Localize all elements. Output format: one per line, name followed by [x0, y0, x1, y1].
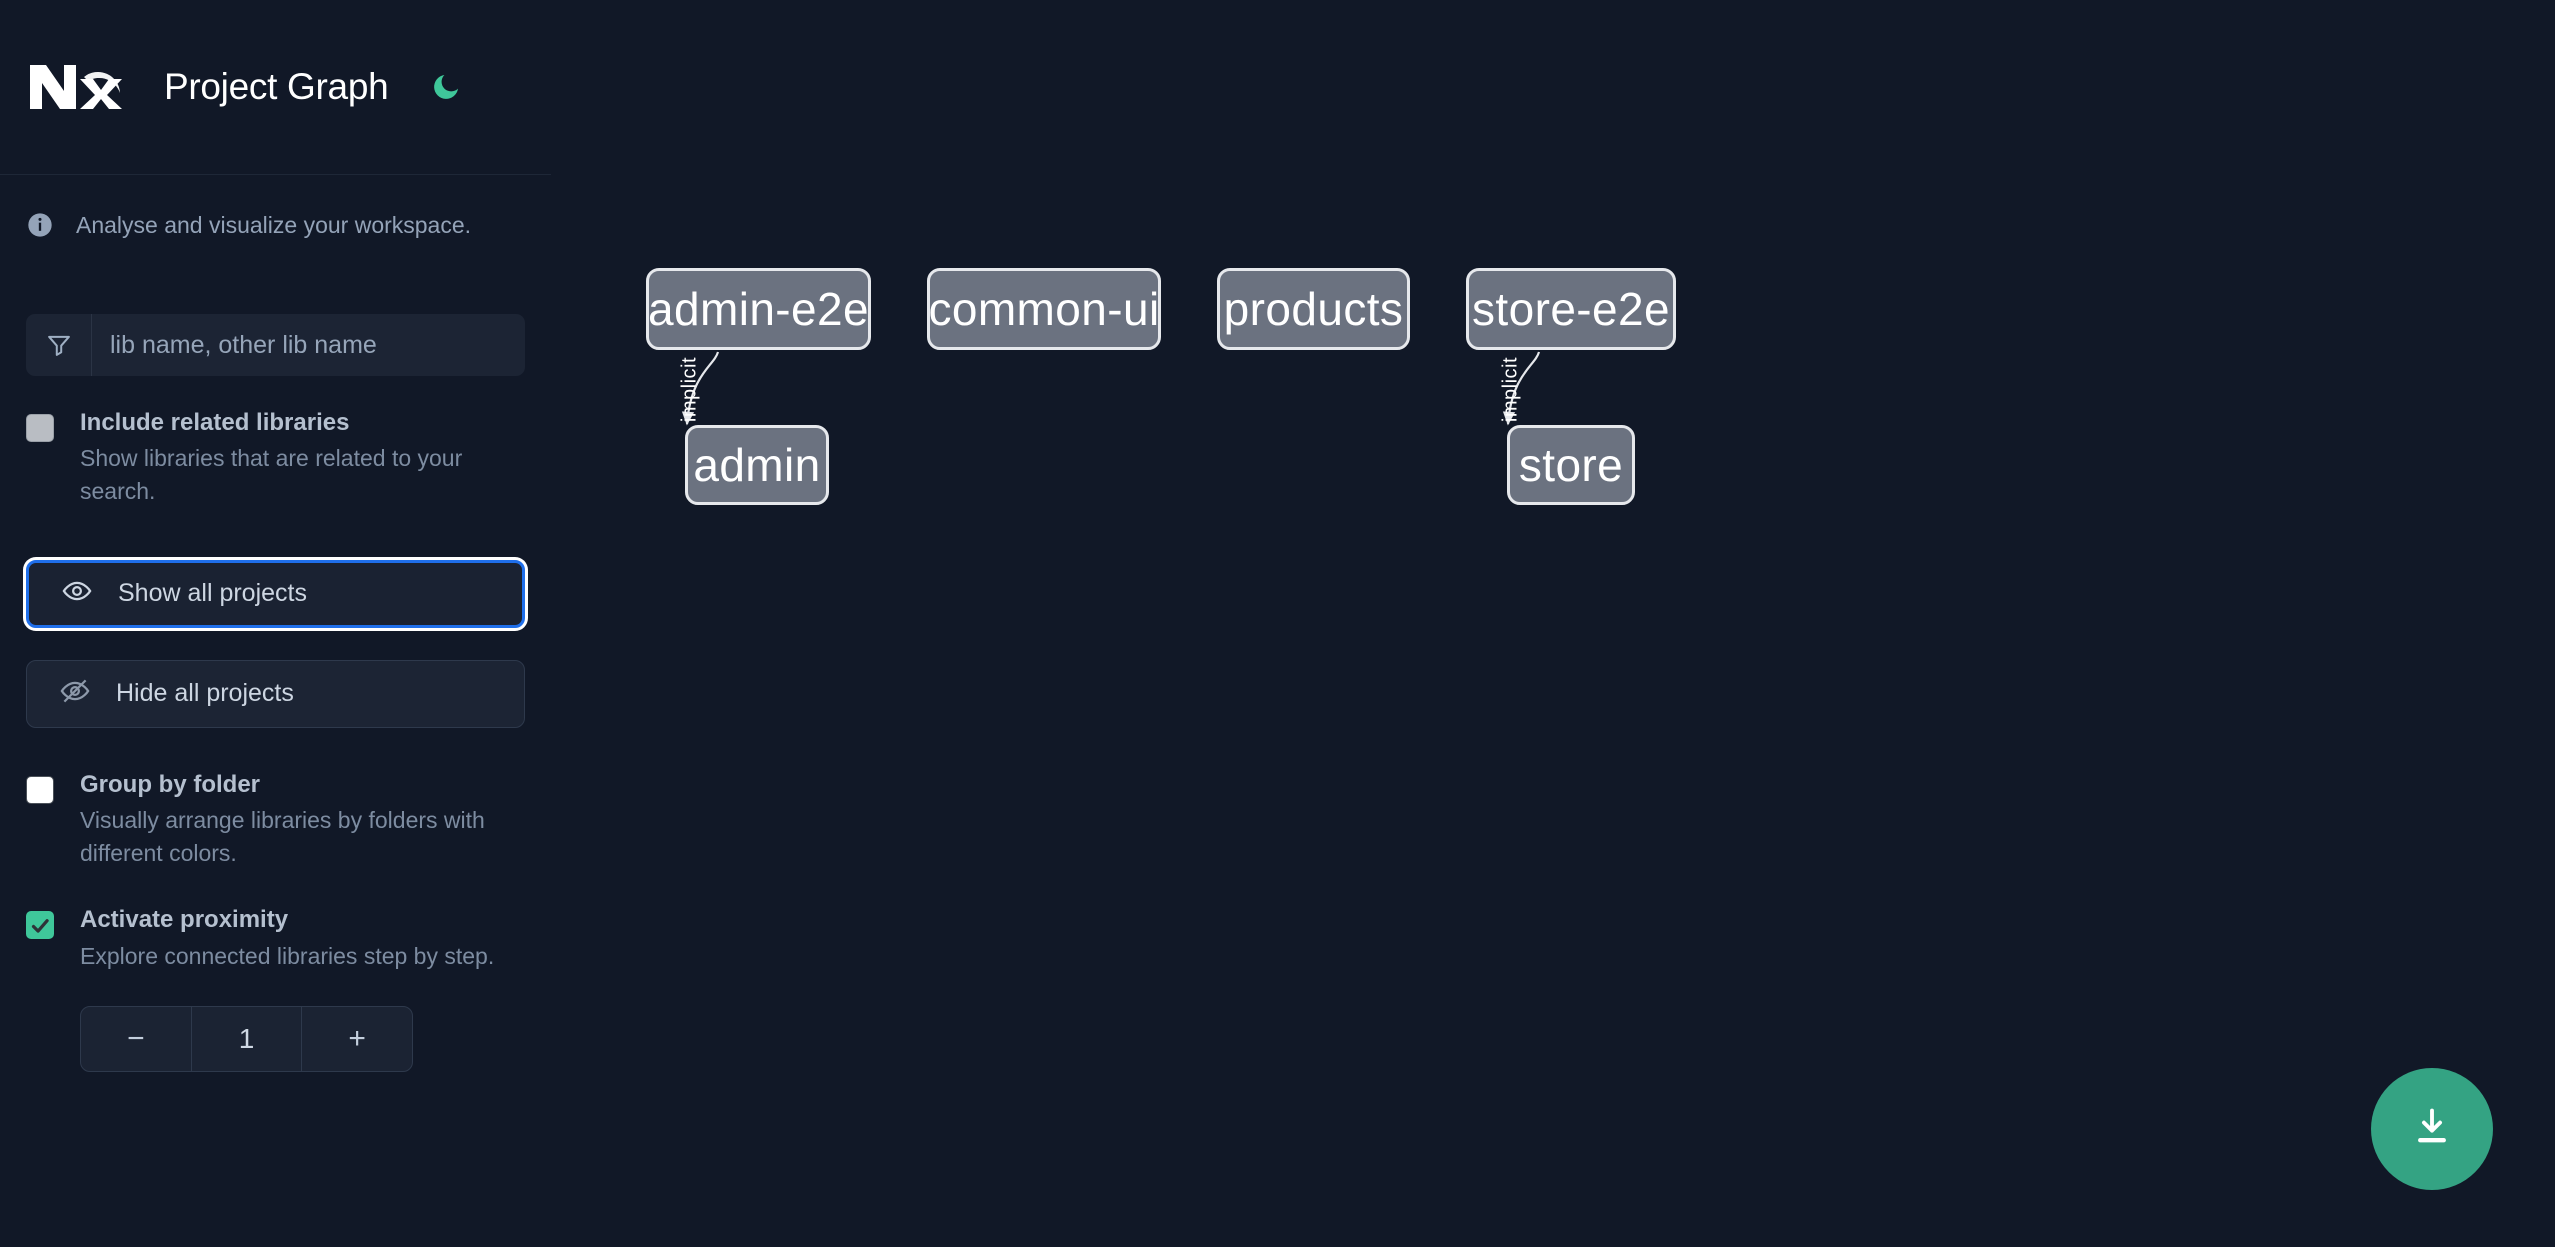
- option-text: Group by folder Visually arrange librari…: [80, 770, 525, 870]
- option-description: Show libraries that are related to your …: [80, 445, 463, 505]
- graph-node-admin-e2e[interactable]: admin-e2e: [646, 268, 871, 350]
- activate-proximity-checkbox[interactable]: [26, 911, 54, 940]
- show-all-projects-button[interactable]: Show all projects: [26, 559, 525, 628]
- nx-logo: [26, 59, 126, 115]
- option-title: Include related libraries: [80, 409, 350, 436]
- show-all-projects-label: Show all projects: [118, 579, 307, 608]
- option-title: Activate proximity: [80, 906, 289, 934]
- group-by-folder-checkbox[interactable]: [26, 775, 54, 804]
- graph-node-admin[interactable]: admin: [685, 425, 829, 505]
- filter-icon: [26, 314, 92, 376]
- graph-node-products[interactable]: products: [1217, 268, 1410, 350]
- option-description: Explore connected libraries step by step…: [80, 942, 495, 969]
- option-description: Visually arrange libraries by folders wi…: [80, 807, 485, 866]
- option-group-by-folder[interactable]: Group by folder Visually arrange librari…: [26, 728, 525, 870]
- graph-node-store-e2e[interactable]: store-e2e: [1466, 268, 1676, 350]
- workspace-info: Analyse and visualize your workspace.: [0, 175, 551, 239]
- sidebar-header: Project Graph: [0, 0, 551, 175]
- graph-canvas[interactable]: implicit implicit admin-e2e common-ui pr…: [551, 0, 2555, 1247]
- hide-all-projects-label: Hide all projects: [116, 679, 294, 708]
- workspace-info-text: Analyse and visualize your workspace.: [76, 211, 472, 238]
- hide-all-projects-button[interactable]: Hide all projects: [26, 659, 525, 728]
- proximity-stepper[interactable]: − 1 +: [80, 1006, 413, 1073]
- option-title: Group by folder: [80, 770, 260, 798]
- option-include-related-libraries[interactable]: Include related libraries Show libraries…: [26, 376, 525, 508]
- include-related-libraries-checkbox[interactable]: [26, 414, 54, 442]
- moon-icon[interactable]: [426, 67, 466, 107]
- filter-search-box[interactable]: [26, 314, 525, 376]
- download-icon: [2410, 1105, 2454, 1154]
- info-icon: [26, 211, 54, 239]
- proximity-value: 1: [190, 1007, 302, 1072]
- graph-edges: [681, 351, 1541, 426]
- download-graph-button[interactable]: [2371, 1068, 2493, 1190]
- eye-off-icon: [60, 676, 90, 711]
- sidebar: Project Graph Analyse and visualize your…: [0, 0, 551, 1247]
- search-input[interactable]: [92, 314, 525, 376]
- option-text: Activate proximity Explore connected lib…: [80, 907, 494, 972]
- eye-icon: [62, 576, 92, 611]
- graph-node-common-ui[interactable]: common-ui: [927, 268, 1161, 350]
- proximity-increment-button[interactable]: +: [301, 1007, 412, 1072]
- option-activate-proximity[interactable]: Activate proximity Explore connected lib…: [26, 869, 525, 972]
- edge-label-implicit: implicit: [1499, 356, 1522, 423]
- option-text: Include related libraries Show libraries…: [80, 409, 525, 508]
- graph-node-store[interactable]: store: [1507, 425, 1635, 505]
- proximity-decrement-button[interactable]: −: [127, 1022, 145, 1056]
- edge-label-implicit: implicit: [678, 356, 701, 423]
- page-title: Project Graph: [164, 66, 389, 107]
